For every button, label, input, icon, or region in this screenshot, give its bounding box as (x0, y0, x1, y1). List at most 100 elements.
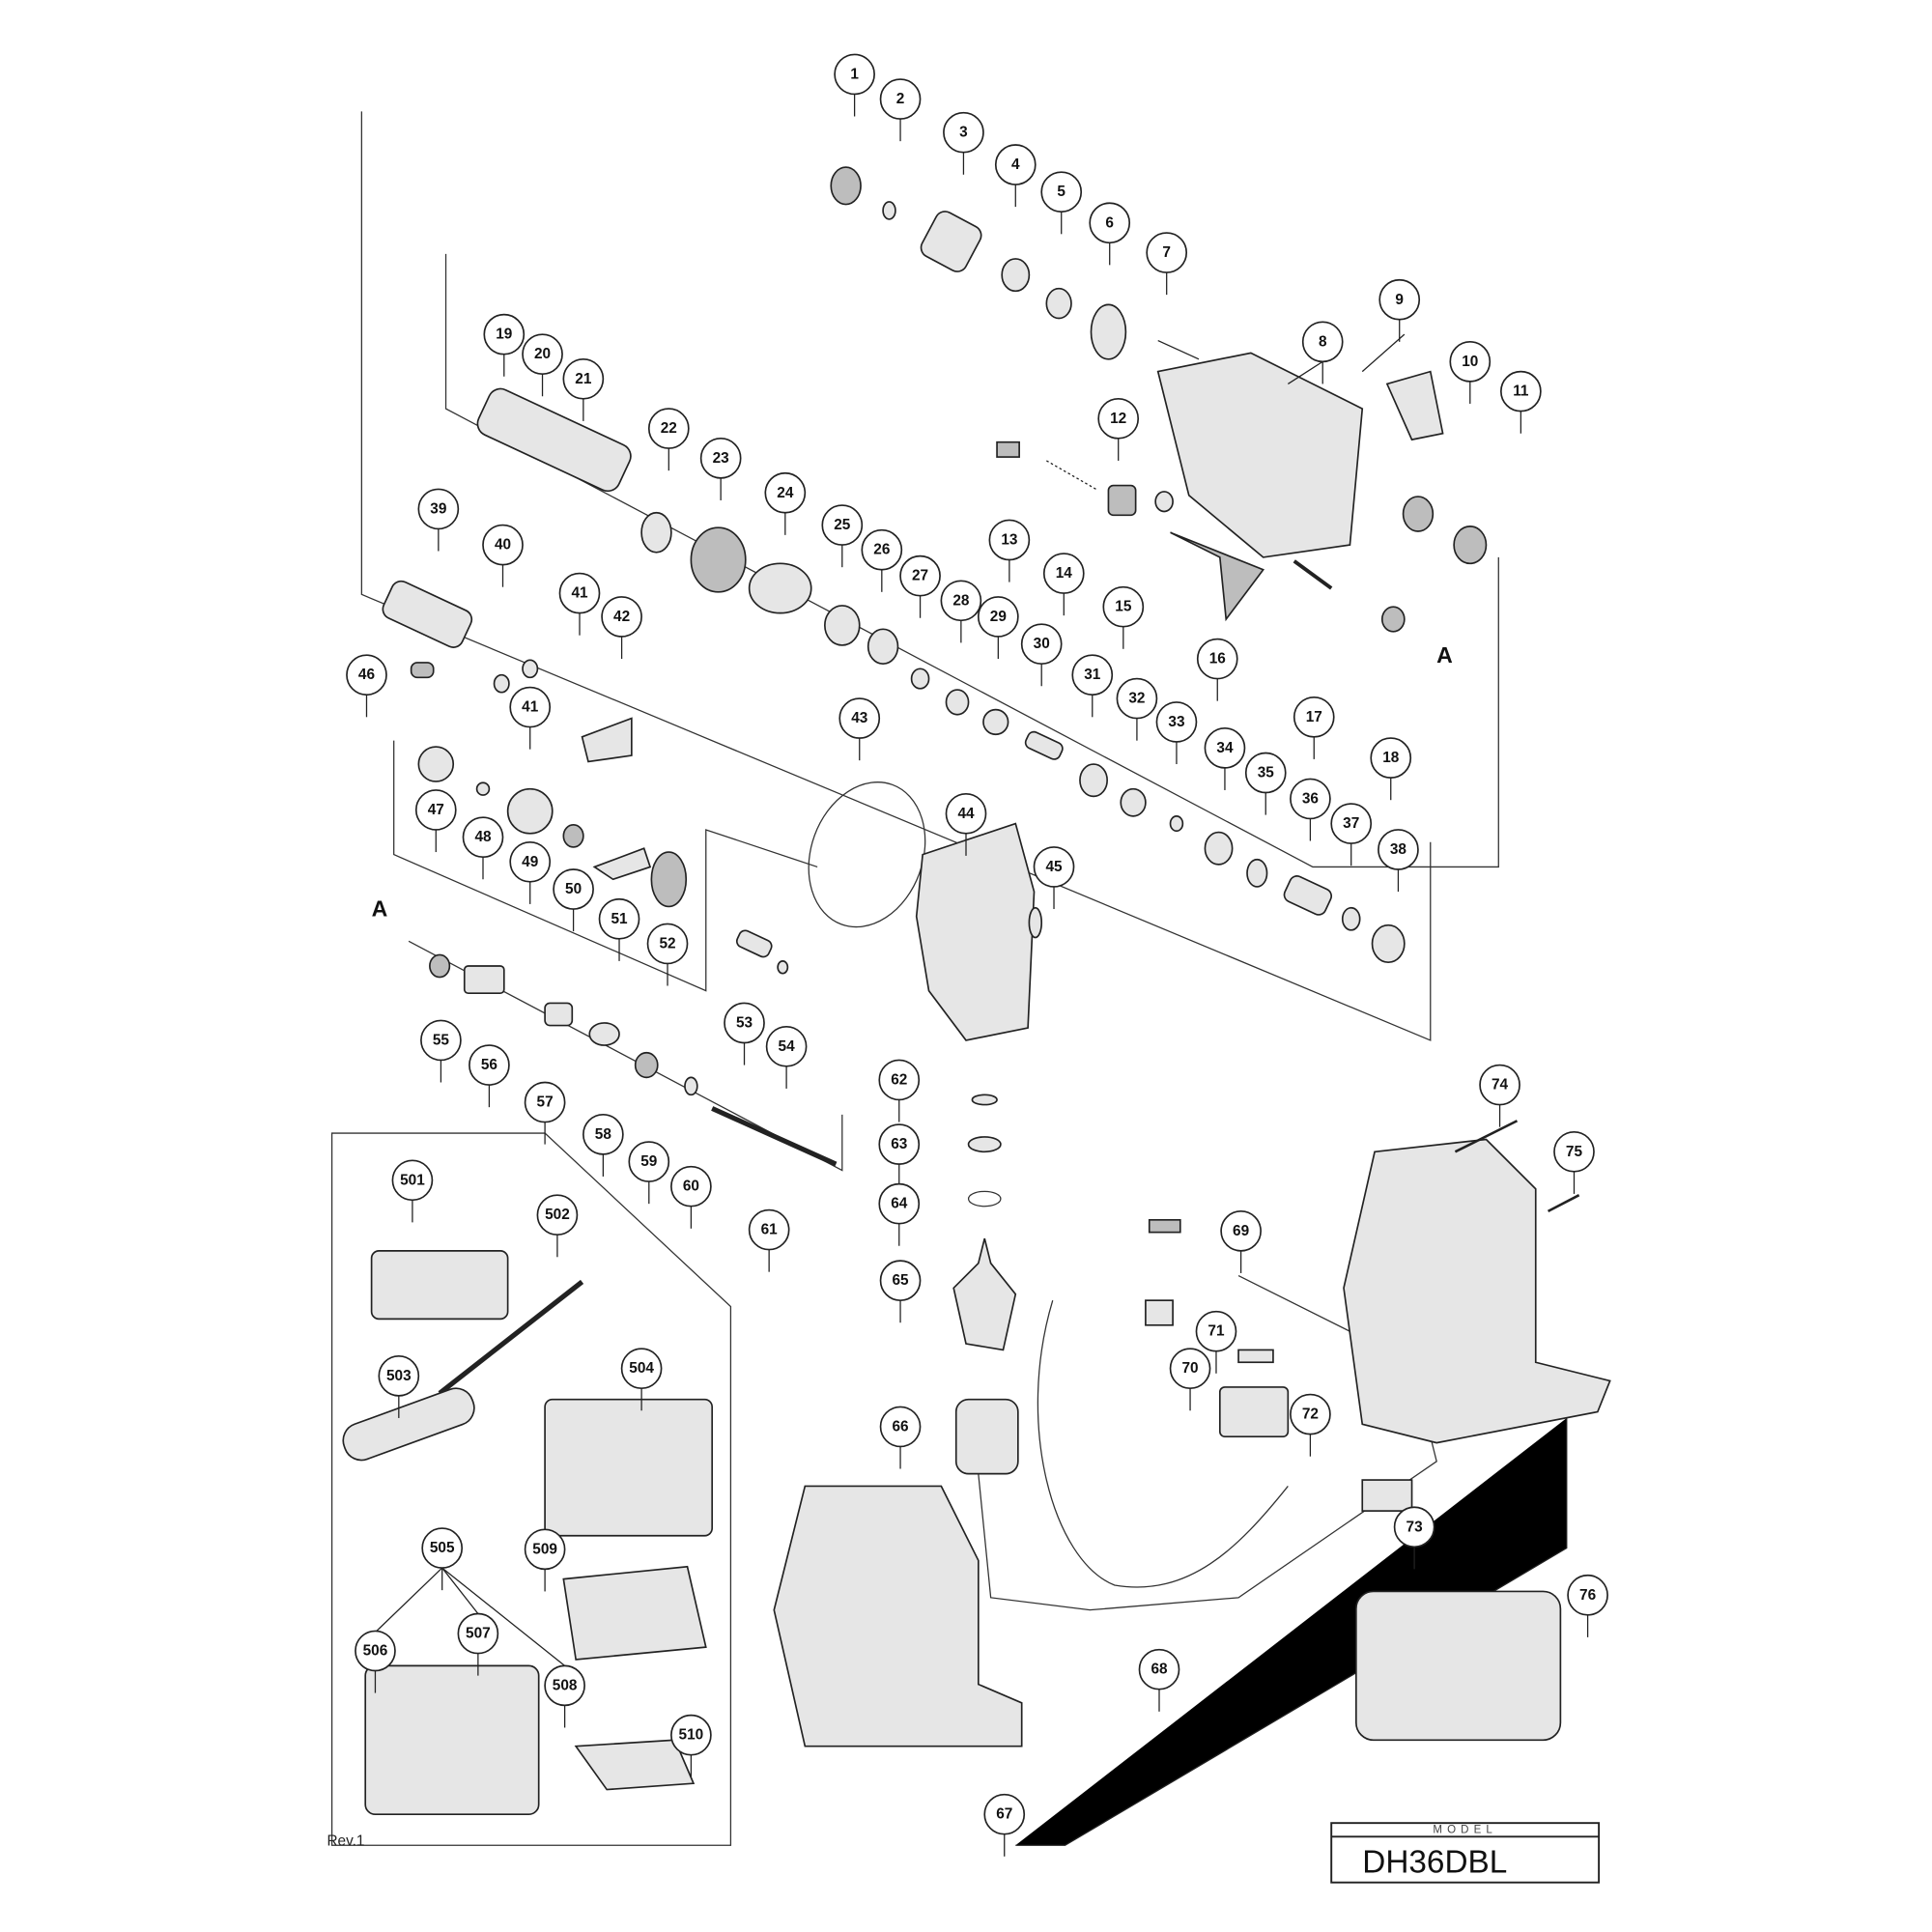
part-stator (954, 1398, 1019, 1475)
callout-number: 43 (851, 710, 867, 726)
part-callout: 26 (861, 528, 903, 592)
part-spring (1090, 303, 1127, 360)
callout-number: 47 (428, 802, 444, 818)
part-callout: 504 (620, 1348, 663, 1411)
part-inner-cover (915, 822, 1036, 1041)
part-callout: 31 (1071, 654, 1114, 718)
part-grip (920, 211, 982, 272)
part-callout: 50 (553, 868, 594, 932)
part-callout: 73 (1393, 1506, 1435, 1570)
callout-number: 52 (659, 935, 675, 952)
part-callout: 74 (1479, 1064, 1520, 1127)
callout-number: 54 (779, 1038, 796, 1055)
frame-clutch-group (393, 740, 818, 992)
callout-number: 19 (496, 327, 512, 343)
part-callout: 43 (838, 697, 881, 761)
callout-number: 502 (545, 1207, 570, 1223)
part-oring-large (808, 781, 926, 928)
callout-number: 501 (400, 1172, 425, 1188)
callout-circle (524, 1081, 566, 1123)
callout-circle (558, 572, 601, 614)
part-bevel-gear (650, 851, 688, 908)
callout-number: 506 (363, 1642, 388, 1659)
callout-circle (1330, 803, 1373, 844)
part-charger (370, 1250, 509, 1321)
part-retainer (1283, 875, 1333, 916)
part-heatsink (1361, 1479, 1413, 1512)
part-second-hammer (382, 580, 473, 648)
callout-number: 37 (1343, 815, 1359, 832)
callout-number: 27 (912, 568, 928, 584)
part-callout: 34 (1204, 727, 1246, 790)
callout-number: 46 (358, 667, 375, 683)
callout-circle (1567, 1574, 1608, 1616)
part-damper (1204, 831, 1234, 866)
part-callout: 30 (1020, 623, 1063, 687)
callout-circle (378, 1355, 420, 1397)
part-callout: 2 (879, 78, 922, 142)
part-oring (1341, 906, 1361, 931)
callout-circle (861, 528, 903, 571)
part-callout: 60 (670, 1165, 712, 1229)
part-callout: 37 (1330, 803, 1373, 867)
callout-circle (879, 1406, 922, 1448)
part-callout: 501 (391, 1159, 434, 1223)
part-callout: 35 (1244, 752, 1287, 815)
callout-number: 70 (1181, 1360, 1198, 1377)
callout-group: 1234567891011121314151617181920212223242… (346, 53, 1608, 1857)
callout-circle (748, 1208, 790, 1251)
callout-circle (544, 1664, 585, 1707)
part-damper (1079, 763, 1108, 798)
callout-number: 507 (466, 1626, 491, 1642)
callout-circle (1378, 829, 1419, 870)
callout-number: 508 (553, 1677, 578, 1693)
callout-number: 11 (1513, 384, 1529, 400)
callout-circle (1244, 752, 1287, 794)
callout-circle (483, 313, 526, 355)
part-wire-harness (1037, 1299, 1289, 1588)
part-callout: 17 (1293, 696, 1335, 759)
part-knob (1107, 484, 1137, 517)
part-cap (830, 166, 862, 206)
callout-number: 34 (1216, 740, 1234, 756)
part-callout: 29 (977, 596, 1019, 660)
part-oring (967, 1190, 1002, 1208)
part-callout: 58 (582, 1114, 624, 1177)
part-callout: 14 (1042, 553, 1085, 616)
callout-circle (1138, 1648, 1180, 1690)
callout-number: 62 (891, 1071, 907, 1088)
part-nut (429, 953, 451, 979)
part-bracket (506, 787, 554, 835)
callout-number: 15 (1115, 599, 1132, 615)
part-callout: 33 (1155, 701, 1198, 765)
part-ring (882, 201, 896, 220)
part-callout: 61 (748, 1208, 790, 1272)
callout-circle (582, 1114, 624, 1155)
part-callout: 53 (724, 1002, 765, 1065)
callout-circle (1553, 1130, 1595, 1173)
callout-circle (1042, 553, 1085, 594)
part-washer (475, 781, 491, 796)
frame-gear-group (360, 111, 1432, 1041)
callout-number: 12 (1110, 411, 1126, 427)
part-callout: 41 (558, 572, 601, 636)
part-housing-left (773, 1485, 1023, 1747)
part-callout: 76 (1567, 1574, 1608, 1637)
part-depth-gauge (438, 1279, 584, 1396)
callout-number: 30 (1034, 636, 1050, 652)
callout-circle (628, 1141, 670, 1182)
callout-circle (482, 524, 524, 566)
part-switch (1218, 1386, 1290, 1438)
callout-number: 63 (891, 1136, 907, 1152)
callout-circle (346, 654, 387, 696)
callout-number: 10 (1462, 354, 1478, 370)
callout-number: 58 (595, 1126, 612, 1143)
part-callout: 505 (421, 1527, 464, 1591)
callout-number: 61 (761, 1222, 779, 1238)
callout-number: 50 (565, 881, 582, 897)
callout-number: 55 (433, 1032, 450, 1048)
callout-circle (1301, 321, 1344, 363)
callout-number: 29 (990, 609, 1007, 625)
parts (342, 166, 1611, 1816)
